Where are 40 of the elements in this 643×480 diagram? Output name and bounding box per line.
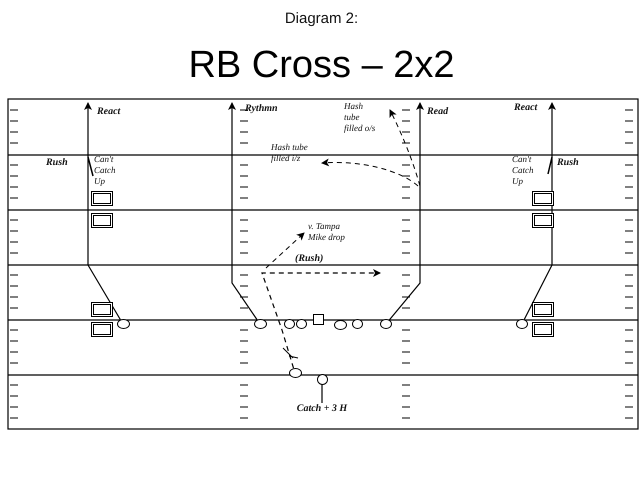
player-circle [288, 368, 302, 378]
route-arrow [228, 102, 258, 320]
route-label: React [97, 106, 120, 117]
player-circle [380, 319, 392, 329]
route-arrow [388, 102, 424, 320]
player-circle [284, 319, 294, 329]
play-note: Can't Catch Up [512, 154, 534, 187]
play-note: v. Tampa Mike drop [308, 221, 346, 243]
play-note: Hash tube filled o/s [344, 101, 376, 134]
defender-box [532, 302, 554, 316]
defender-box [91, 322, 113, 336]
defender-box [91, 190, 113, 206]
play-note: Rush [557, 157, 580, 168]
player-circle [116, 319, 130, 329]
diagram-number: Diagram 2: [284, 10, 360, 28]
route-arrow [84, 102, 121, 320]
route-label: Read [427, 106, 448, 117]
defender-box [532, 190, 554, 206]
route-arrow [261, 269, 381, 368]
route-label: Rythmn [245, 103, 278, 114]
center-square [312, 314, 324, 324]
play-note: Hash tube filled i/z [271, 142, 309, 164]
play-note: (Rush) [295, 253, 324, 264]
play-note: Can't Catch Up [94, 154, 116, 187]
player-circle [296, 319, 306, 329]
defender-box [532, 322, 554, 336]
play-note: Catch + 3 H [296, 403, 348, 414]
defender-box [91, 212, 113, 228]
defender-box [91, 302, 113, 316]
player-circle [334, 320, 346, 330]
play-note: Rush [46, 157, 69, 168]
slide-title: RB Cross – 2x2 [187, 44, 456, 87]
defender-box [532, 212, 554, 228]
route-label: React [514, 102, 538, 113]
leader-line [321, 384, 323, 403]
player-circle [316, 374, 328, 384]
player-circle [254, 319, 266, 329]
route-arrow [524, 102, 556, 320]
player-circle [352, 319, 362, 329]
player-circle [516, 319, 528, 329]
